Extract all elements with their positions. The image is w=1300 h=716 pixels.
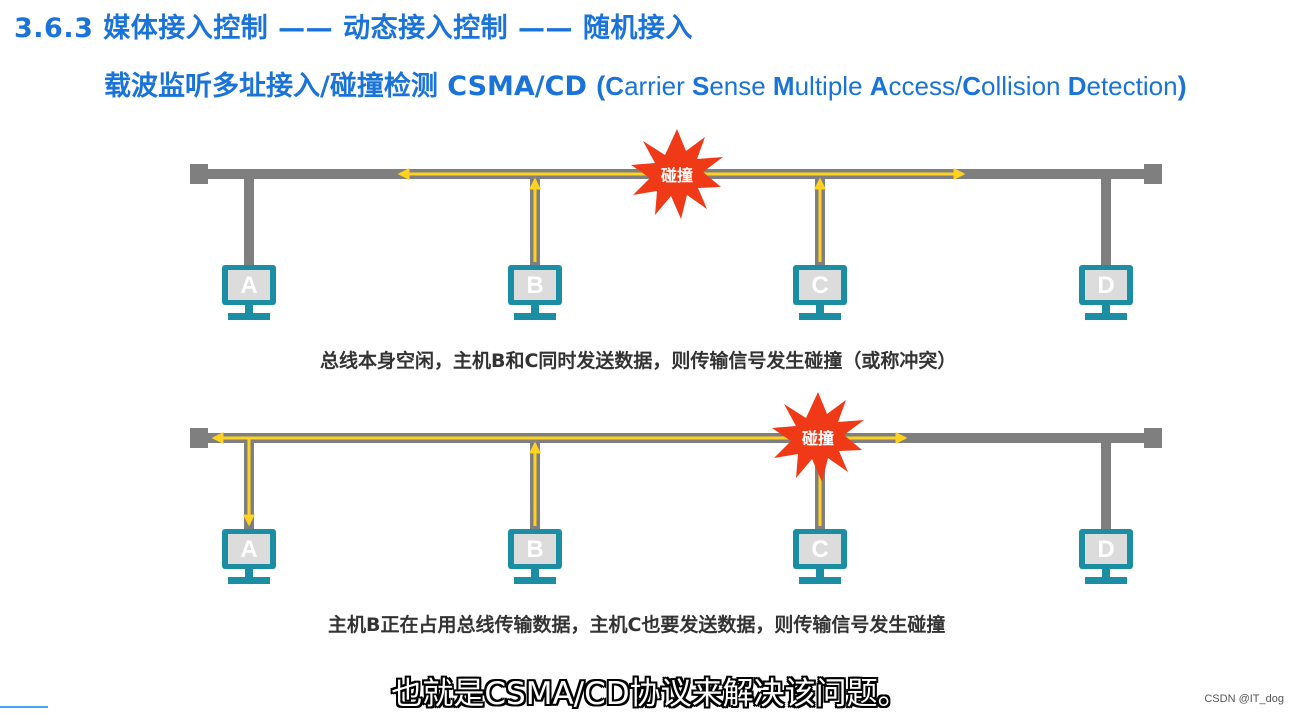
host-B: B	[508, 529, 562, 584]
subtitle-english-initial: D	[1067, 71, 1087, 101]
slide-subtitle: 载波监听多址接入/碰撞检测 CSMA/CD (Carrier Sense Mul…	[104, 71, 1187, 102]
host-label: D	[1097, 272, 1114, 299]
collision-burst: 碰撞	[772, 392, 864, 482]
host-label: D	[1097, 536, 1114, 563]
host-C: C	[793, 529, 847, 584]
diagram-1-caption: 总线本身空闲，主机B和C同时发送数据，则传输信号发生碰撞（或称冲突）	[320, 350, 957, 372]
diagram-2: 碰撞 A B C D	[190, 392, 1162, 584]
subtitle-chinese: 载波监听多址接入/碰撞检测 CSMA/CD	[104, 71, 587, 102]
collision-label: 碰撞	[802, 429, 834, 448]
host-A: A	[222, 529, 276, 584]
host-A: A	[222, 265, 276, 320]
signal-arrows	[397, 168, 966, 262]
watermark: CSDN @IT_dog	[1204, 693, 1284, 705]
subtitle-english-word: ultiple	[794, 71, 870, 101]
host-label: B	[526, 536, 543, 563]
subtitle-english-word: arrier	[624, 71, 692, 101]
subtitle-english-initial: C	[962, 71, 981, 101]
slide-title: 3.6.3 媒体接入控制 —— 动态接入控制 —— 随机接入	[14, 13, 693, 44]
subtitle-english-initial: S	[691, 71, 710, 101]
host-label: A	[240, 272, 257, 299]
subtitle-english-word: ccess/	[888, 71, 963, 101]
host-label: B	[526, 272, 543, 299]
collision-burst: 碰撞	[631, 129, 723, 219]
subtitle-english-initial: C	[605, 71, 625, 101]
host-B: B	[508, 265, 562, 320]
host-label: C	[811, 272, 828, 299]
diagram-2-caption: 主机B正在占用总线传输数据，主机C也要发送数据，则传输信号发生碰撞	[328, 614, 946, 636]
subtitle-english-word: etection	[1086, 71, 1178, 101]
subtitle-english-word: ollision	[981, 71, 1068, 101]
diagram-1: 碰撞 A B C D	[190, 129, 1162, 320]
subtitle-english-initial: M	[772, 71, 795, 101]
video-subtitle: 也就是CSMA/CD协议来解决该问题。	[391, 676, 909, 712]
subtitle-english: Carrier Sense Multiple Access/Collision …	[605, 71, 1177, 101]
host-label: A	[240, 536, 257, 563]
host-C: C	[793, 265, 847, 320]
host-D: D	[1079, 529, 1133, 584]
host-D: D	[1079, 265, 1133, 320]
host-drops	[244, 443, 1111, 529]
subtitle-english-word: ense	[709, 71, 773, 101]
host-label: C	[811, 536, 828, 563]
subtitle-english-initial: A	[869, 71, 889, 101]
video-progress-bar[interactable]	[0, 706, 48, 708]
collision-label: 碰撞	[661, 166, 693, 185]
